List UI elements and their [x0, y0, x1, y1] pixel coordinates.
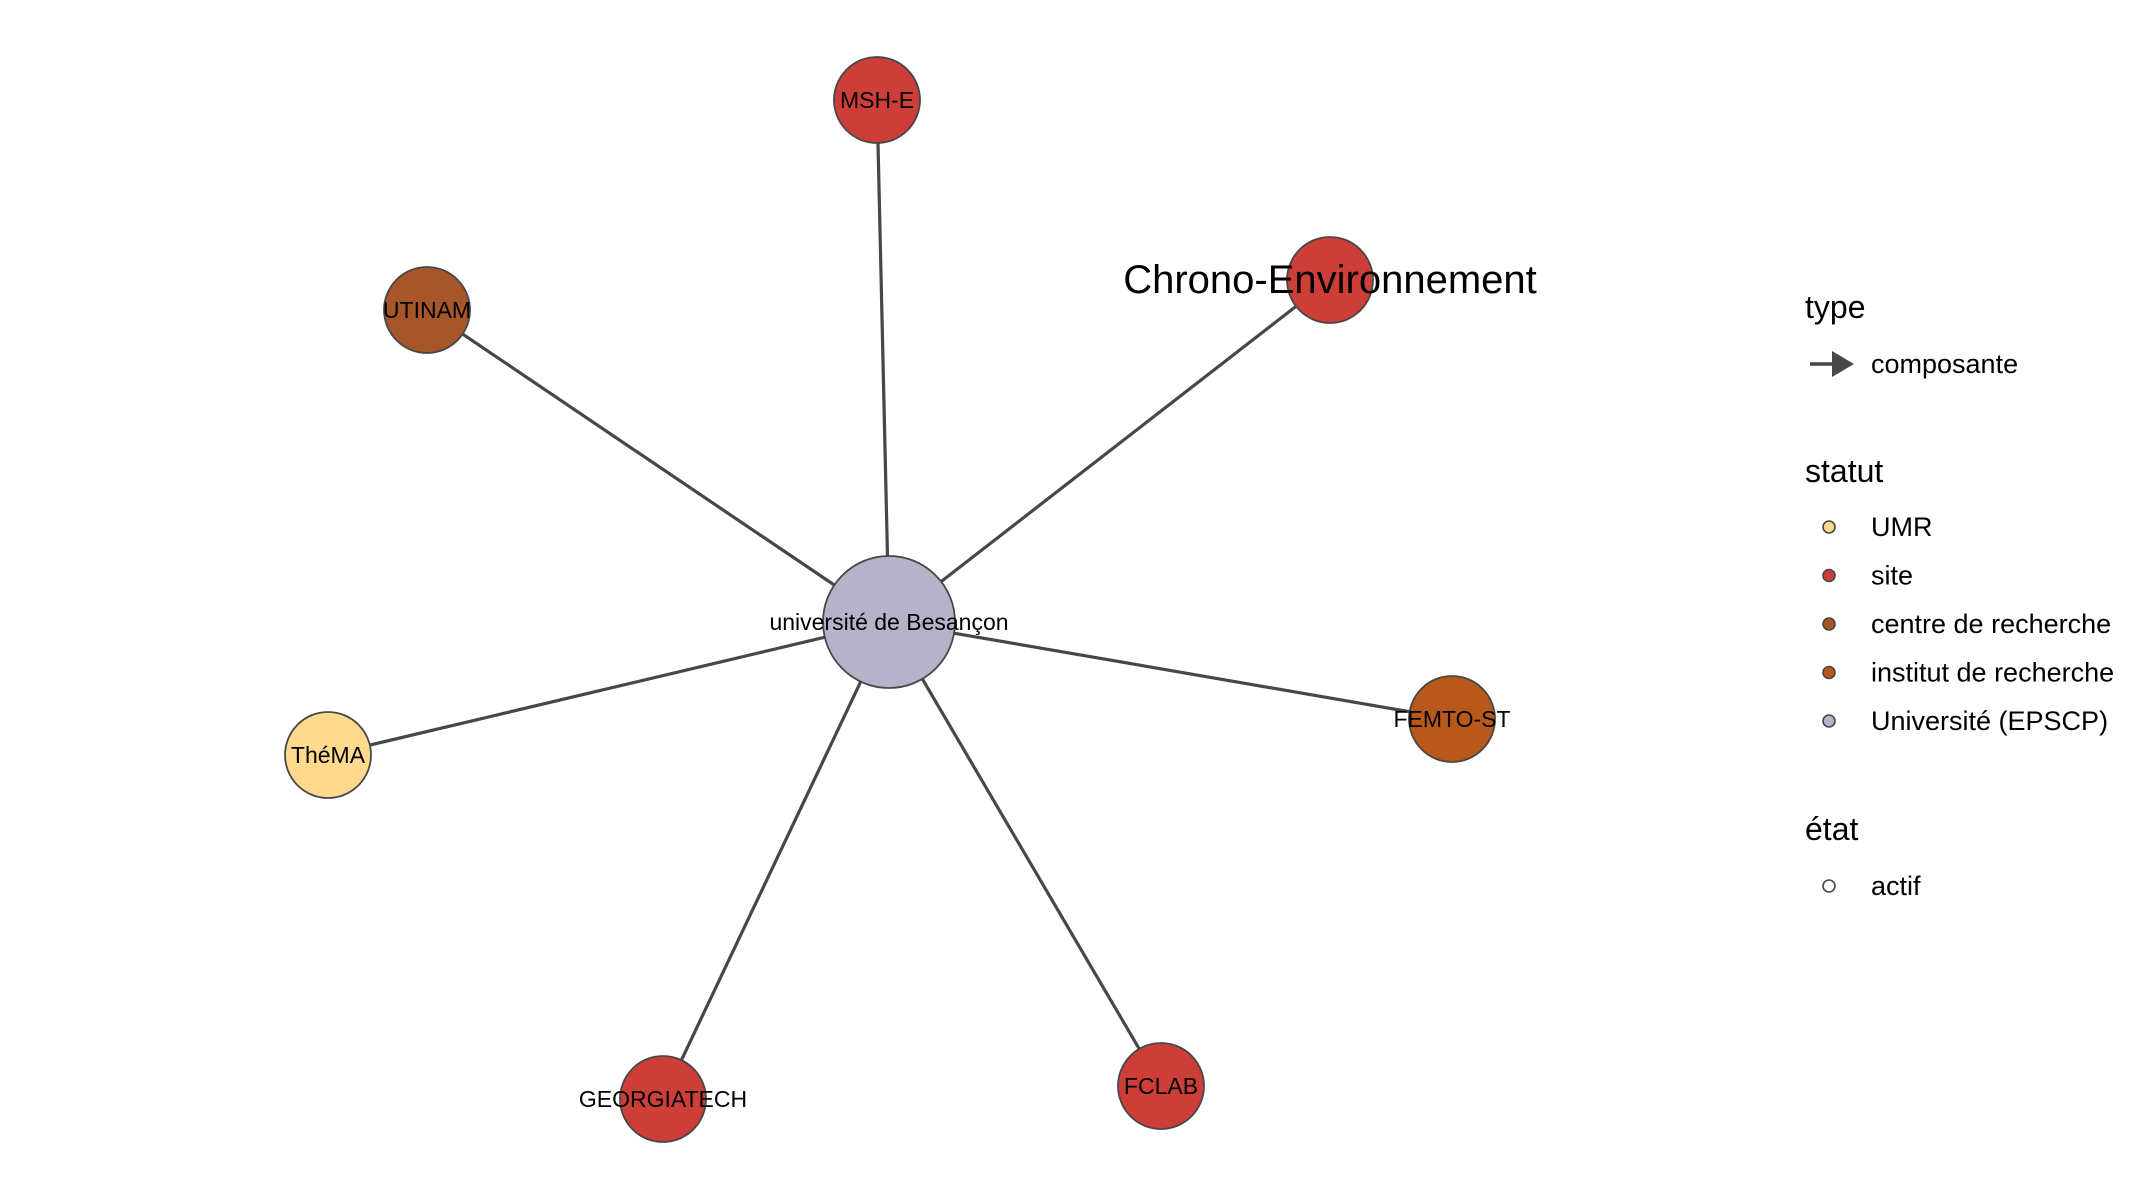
legend-statut-item: site — [1822, 561, 1913, 591]
node-label: Chrono-Environnement — [1123, 258, 1537, 302]
nodes-layer: université de Besançon MSH-E Chrono-Enviro… — [284, 56, 1537, 1143]
edge-thema — [327, 620, 890, 757]
edge-femto — [888, 620, 1453, 721]
node-label: université de Besançon — [769, 609, 1008, 635]
edge-chrono — [888, 278, 1331, 624]
legend-statut-label: institut de recherche — [1871, 658, 2114, 688]
node-femto[interactable]: FEMTO-ST — [1393, 675, 1511, 763]
edge-fclab — [887, 621, 1163, 1087]
arrow-icon — [1810, 351, 1854, 377]
legend-statut-items: UMR site centre de recherche institut de re… — [1822, 512, 2114, 736]
legend-statut-section: statut UMR site centre de recherche institu… — [1805, 453, 2114, 736]
edge-georgiatech — [661, 621, 891, 1100]
legend: type composante statut UMR site centre de … — [1805, 289, 2114, 901]
legend-statut-label: centre de recherche — [1871, 609, 2111, 639]
legend-etat-label: actif — [1871, 871, 1921, 901]
legend-type-title: type — [1805, 289, 1865, 325]
legend-swatch — [1822, 617, 1836, 631]
node-label: FEMTO-ST — [1393, 706, 1510, 732]
node-circle — [822, 555, 956, 689]
node-label: UTINAM — [383, 297, 471, 323]
edge-msh-e — [875, 99, 891, 623]
legend-type-item: composante — [1810, 349, 2018, 379]
legend-swatch — [1822, 714, 1836, 728]
legend-swatch — [1822, 520, 1836, 534]
node-thema[interactable]: ThéMA — [284, 711, 372, 799]
legend-etat-title: état — [1805, 811, 1858, 847]
legend-statut-item: Université (EPSCP) — [1822, 706, 2108, 736]
node-circle — [1286, 236, 1374, 324]
legend-statut-item: institut de recherche — [1822, 658, 2114, 688]
node-chrono[interactable]: Chrono-Environnement — [1123, 236, 1537, 324]
node-fclab[interactable]: FCLAB — [1117, 1042, 1205, 1130]
legend-swatch — [1822, 665, 1836, 680]
node-circle — [383, 266, 471, 354]
edges-layer — [327, 99, 1453, 1100]
legend-etat-section: état actif — [1805, 811, 1921, 901]
legend-etat-item: actif — [1822, 871, 1921, 901]
node-label: ThéMA — [291, 742, 366, 768]
legend-statut-label: site — [1871, 561, 1913, 591]
node-utinam[interactable]: UTINAM — [383, 266, 471, 354]
node-label: MSH-E — [840, 87, 914, 113]
node-circle — [1408, 675, 1496, 763]
legend-statut-item: UMR — [1822, 512, 1933, 542]
legend-statut-label: Université (EPSCP) — [1871, 706, 2108, 736]
legend-type-section: type composante — [1805, 289, 2018, 379]
legend-statut-item: centre de recherche — [1822, 609, 2111, 639]
legend-statut-title: statut — [1805, 453, 1883, 489]
node-circle — [1117, 1042, 1205, 1130]
legend-swatch — [1822, 568, 1836, 583]
node-label: GEORGIATECH — [579, 1086, 747, 1112]
edge-utinam — [426, 308, 890, 624]
node-circle — [619, 1055, 707, 1143]
node-georgiatech[interactable]: GEORGIATECH — [579, 1055, 747, 1143]
legend-statut-label: UMR — [1871, 512, 1933, 542]
node-besancon[interactable]: université de Besançon — [769, 555, 1009, 689]
legend-type-label: composante — [1871, 349, 2018, 379]
node-circle — [284, 711, 372, 799]
legend-swatch-actif — [1822, 879, 1836, 893]
node-label: FCLAB — [1124, 1073, 1198, 1099]
node-circle — [833, 56, 921, 144]
node-msh-e[interactable]: MSH-E — [833, 56, 921, 144]
